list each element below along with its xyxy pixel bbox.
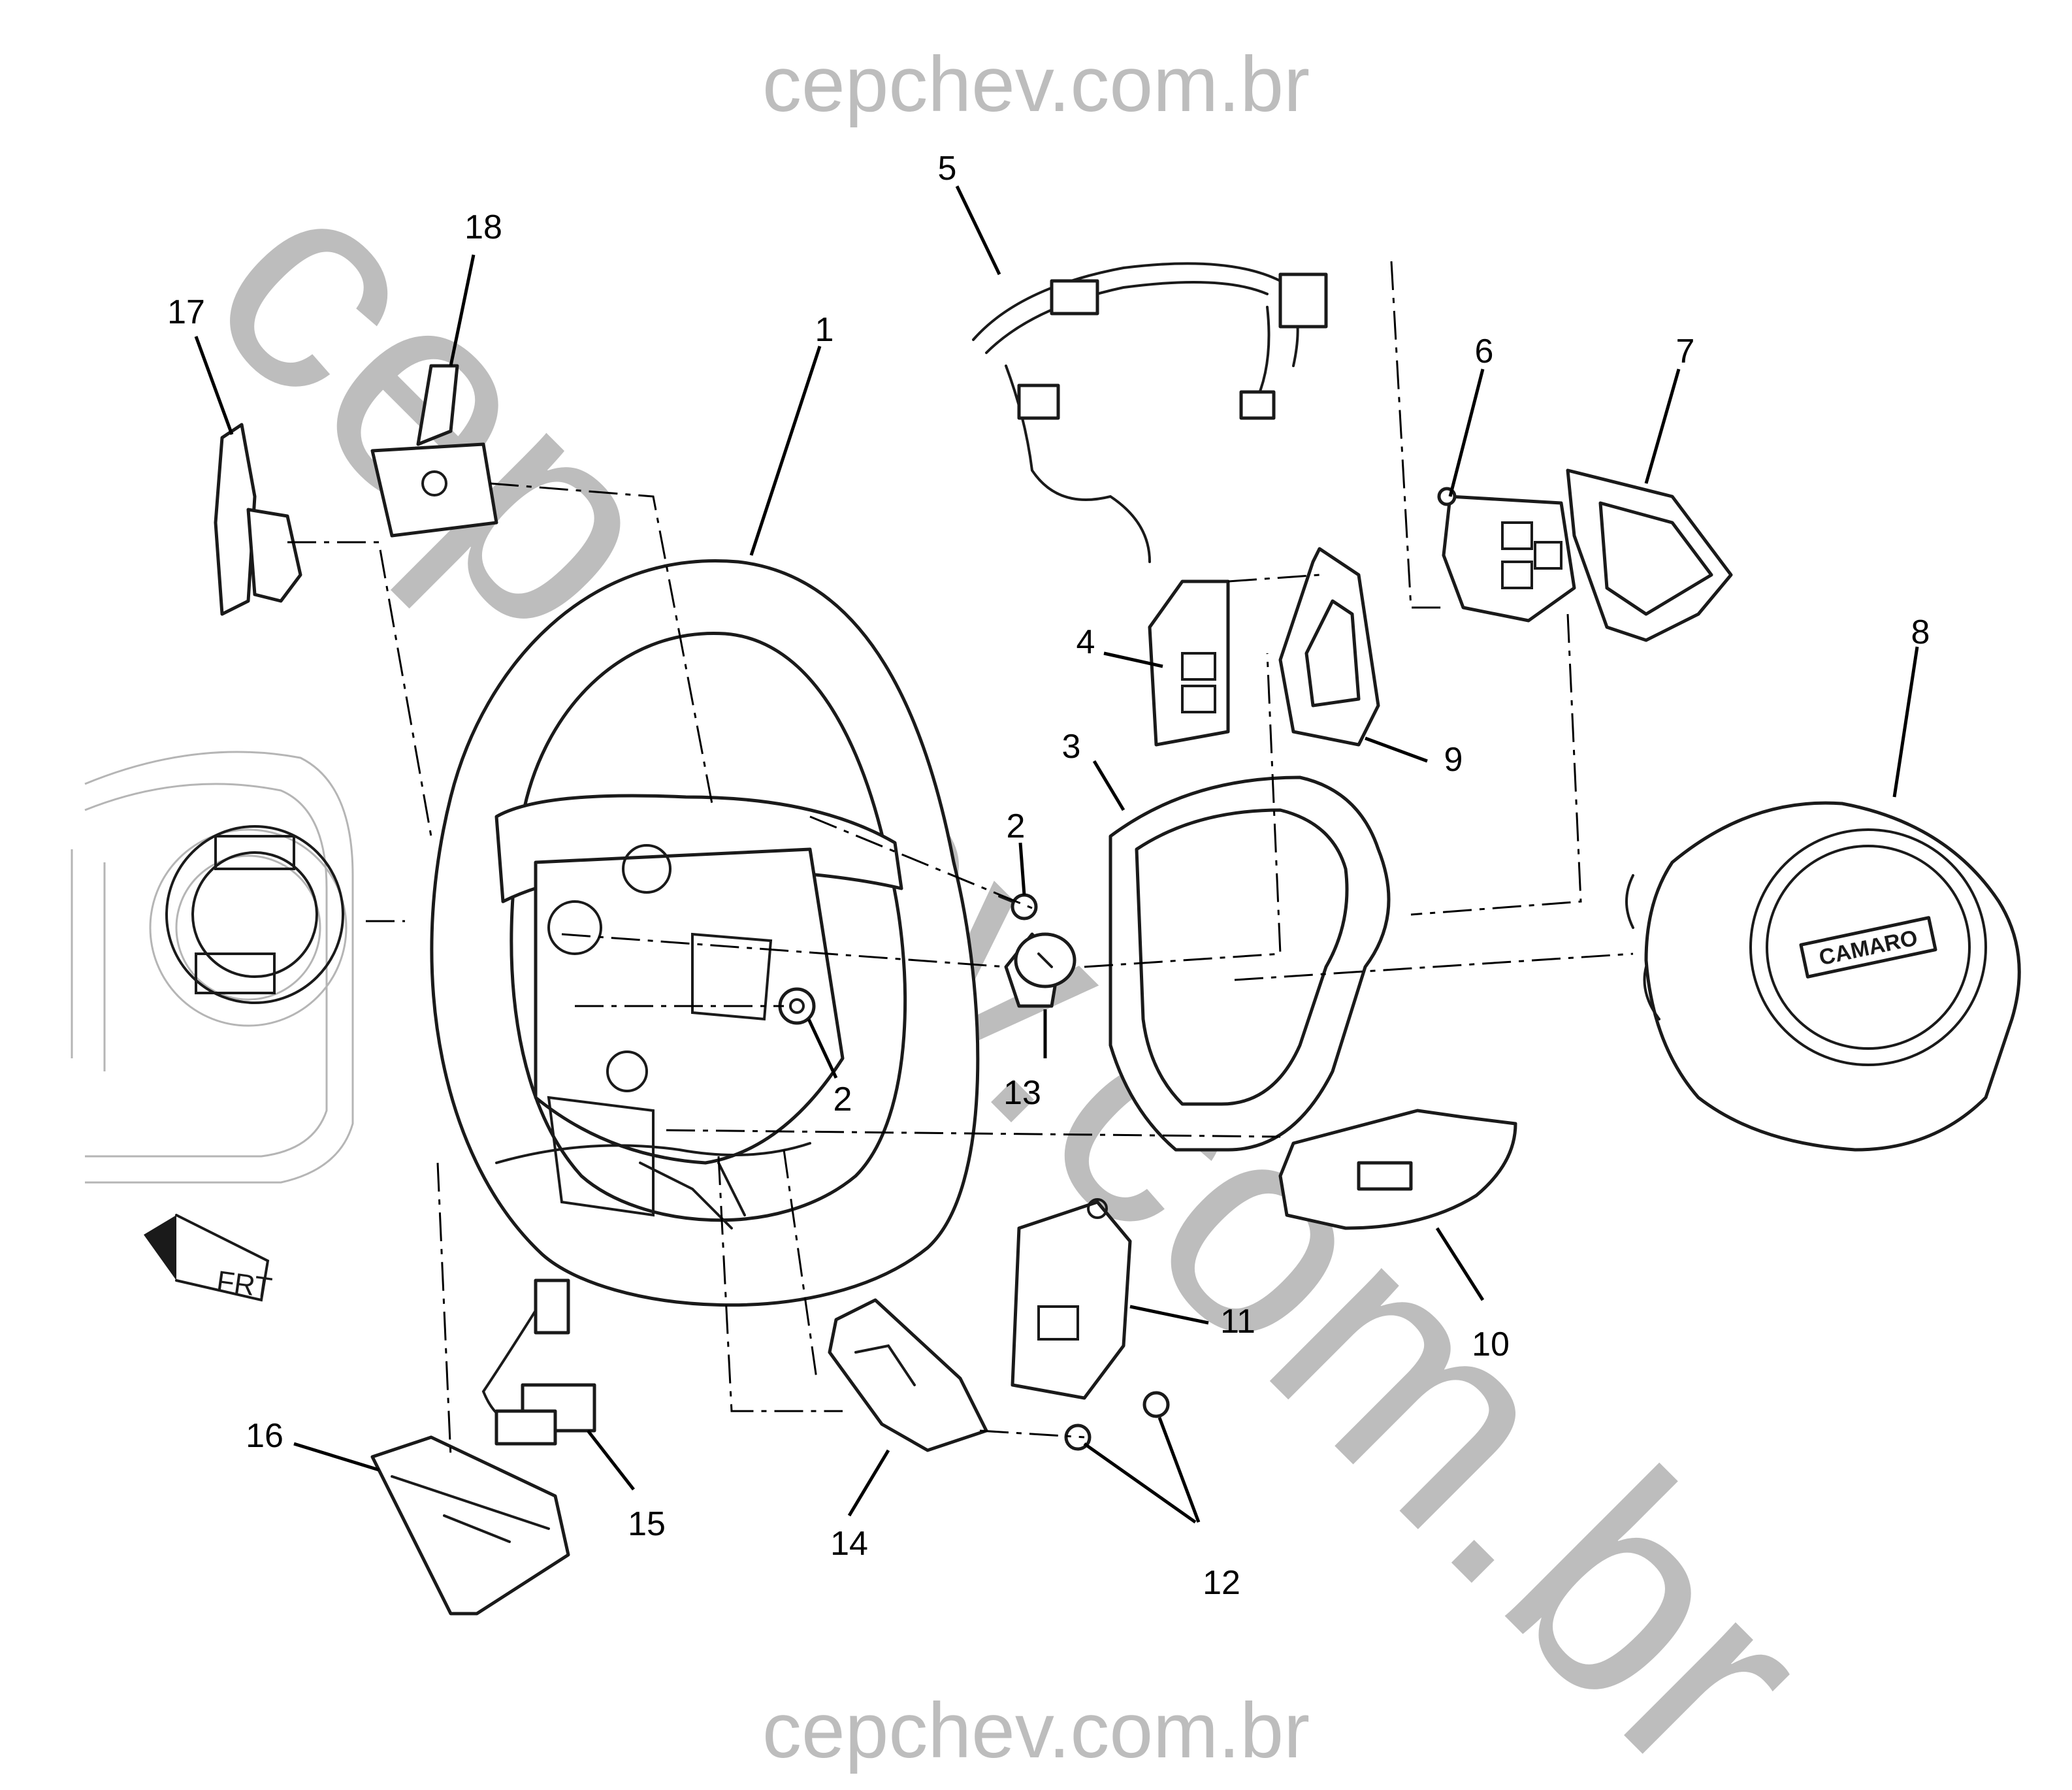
callout-16: 16 xyxy=(246,1417,283,1455)
left-paddle-shifter xyxy=(214,423,302,616)
watermark-top: cepchev.com.br xyxy=(762,41,1310,128)
airbag-module: CAMARO xyxy=(1625,801,2021,1152)
bolt-lower xyxy=(778,987,816,1025)
frt-label: FRT xyxy=(215,1265,274,1304)
clock-spring xyxy=(165,825,344,1004)
callout-10: 10 xyxy=(1472,1326,1510,1363)
lower-trim-plate xyxy=(370,1435,570,1616)
alignment-lines xyxy=(287,261,1634,1457)
left-lower-switch xyxy=(828,1298,988,1452)
callout-14: 14 xyxy=(830,1525,868,1563)
callout-5: 5 xyxy=(938,150,957,187)
callout-17: 17 xyxy=(167,293,205,331)
wiring-harness xyxy=(972,262,1328,563)
callout-8: 8 xyxy=(1911,613,1930,651)
callout-13: 13 xyxy=(1003,1074,1041,1112)
callout-7: 7 xyxy=(1676,333,1695,370)
steering-wheel xyxy=(430,559,980,1307)
screw-pair xyxy=(1064,1391,1170,1451)
right-lower-switch xyxy=(1011,1198,1132,1400)
callout-11: 11 xyxy=(1220,1303,1255,1341)
wheel-trim-bezel xyxy=(1109,775,1391,1152)
left-switch-bezel xyxy=(1278,547,1380,747)
callout-15: 15 xyxy=(628,1505,666,1543)
right-paddle-shifter xyxy=(370,364,498,538)
leader-lines xyxy=(194,185,1919,1524)
shoulder-bolt xyxy=(1004,932,1076,1008)
left-control-switch xyxy=(1148,579,1230,747)
callout-6: 6 xyxy=(1475,333,1494,370)
watermark-bottom: cepchev.com.br xyxy=(762,1687,1310,1774)
connector-harness xyxy=(481,1278,596,1446)
callout-18: 18 xyxy=(464,208,502,246)
callout-2-upper: 2 xyxy=(1007,807,1026,845)
callout-9: 9 xyxy=(1444,741,1463,779)
callout-3: 3 xyxy=(1062,728,1081,766)
right-control-switch xyxy=(1437,487,1576,623)
callout-1: 1 xyxy=(815,311,834,349)
callout-labels: 1 2 2 3 4 5 6 7 8 9 10 11 12 13 14 15 16… xyxy=(167,150,1930,1602)
callout-2-lower: 2 xyxy=(834,1081,852,1118)
callout-12: 12 xyxy=(1203,1564,1240,1602)
lower-spoke-cover xyxy=(1278,1109,1517,1230)
right-switch-bezel xyxy=(1566,468,1733,642)
steering-column-ghost xyxy=(71,751,354,1184)
frt-arrow-icon: FRT xyxy=(144,1214,274,1305)
callout-4: 4 xyxy=(1076,623,1095,661)
watermark-diagonal: cepchev.com.br xyxy=(150,116,1871,1790)
